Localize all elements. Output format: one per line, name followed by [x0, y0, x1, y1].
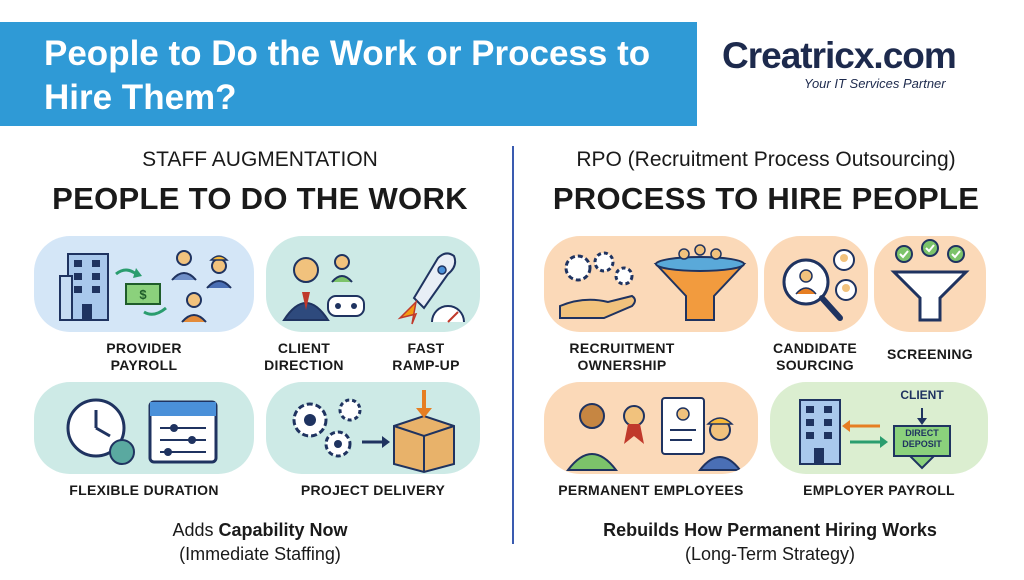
flexible-duration-label: FLEXIBLE DURATION	[69, 482, 219, 498]
project-delivery-tile	[266, 382, 480, 474]
left-subtitle: STAFF AUGMENTATION	[142, 148, 378, 171]
project-delivery-label: PROJECT DELIVERY	[300, 482, 446, 498]
magnifier-candidates-icon	[782, 249, 857, 321]
right-subtitle: RPO (Recruitment Process Outsourcing)	[576, 148, 956, 171]
permanent-employees-tile	[544, 382, 758, 474]
left-heading: PEOPLE TO DO THE WORK	[52, 181, 468, 216]
manager-rocket-icon	[282, 252, 465, 325]
gears-box-icon	[292, 390, 455, 474]
funnel-check-icon	[890, 239, 970, 322]
employer-payroll-label: EMPLOYER PAYROLL	[803, 482, 955, 498]
logo-tagline: Your IT Services Partner	[804, 76, 946, 91]
client-direction-label: CLIENT DIRECTION	[264, 340, 344, 373]
screening-label: SCREENING	[887, 346, 973, 362]
gears-hand-funnel-icon	[559, 244, 747, 321]
payroll-client-text: CLIENT	[900, 388, 944, 402]
direct-deposit-text: DIRECT DEPOSIT	[902, 428, 942, 449]
screening-tile	[874, 236, 986, 332]
rpo-column: RPO (Recruitment Process Outsourcing) PR…	[516, 146, 1016, 218]
svg-text:$: $	[139, 287, 147, 302]
candidate-sourcing-tile	[764, 236, 868, 332]
employer-payroll-tile: CLIENT DIRECT DEPOSIT	[770, 382, 988, 474]
recruitment-ownership-tile	[544, 236, 758, 332]
staff-augmentation-column: STAFF AUGMENTATION PEOPLE TO DO THE WORK	[10, 146, 510, 218]
provider-payroll-label: PROVIDER PAYROLL	[106, 340, 182, 373]
provider-payroll-tile: $	[34, 236, 254, 332]
center-divider	[512, 146, 514, 544]
fast-ramp-up-label: FAST RAMP-UP	[392, 340, 460, 373]
right-footer: Rebuilds How Permanent Hiring Works (Lon…	[603, 520, 937, 564]
logo-name: Creatricx.com	[722, 35, 957, 76]
left-footer: Adds Capability Now (Immediate Staffing)	[172, 520, 348, 564]
creatricx-logo: Creatricx.com Your IT Services Partner	[722, 36, 982, 96]
client-direction-ramp-tile	[266, 236, 480, 332]
building-deposit-icon	[799, 399, 951, 470]
candidate-sourcing-label: CANDIDATE SOURCING	[772, 340, 858, 373]
clock-calendar-icon	[66, 398, 218, 465]
banner-title: People to Do the Work or Process to Hire…	[44, 34, 651, 117]
employee-badge-icon	[565, 397, 743, 471]
flexible-duration-tile	[34, 382, 254, 474]
right-heading: PROCESS TO HIRE PEOPLE	[552, 181, 980, 216]
recruitment-ownership-label: RECRUITMENT OWNERSHIP	[569, 340, 675, 373]
building-people-icon: $	[59, 250, 232, 323]
title-banner: People to Do the Work or Process to Hire…	[0, 22, 697, 126]
permanent-employees-label: PERMANENT EMPLOYEES	[558, 482, 744, 498]
